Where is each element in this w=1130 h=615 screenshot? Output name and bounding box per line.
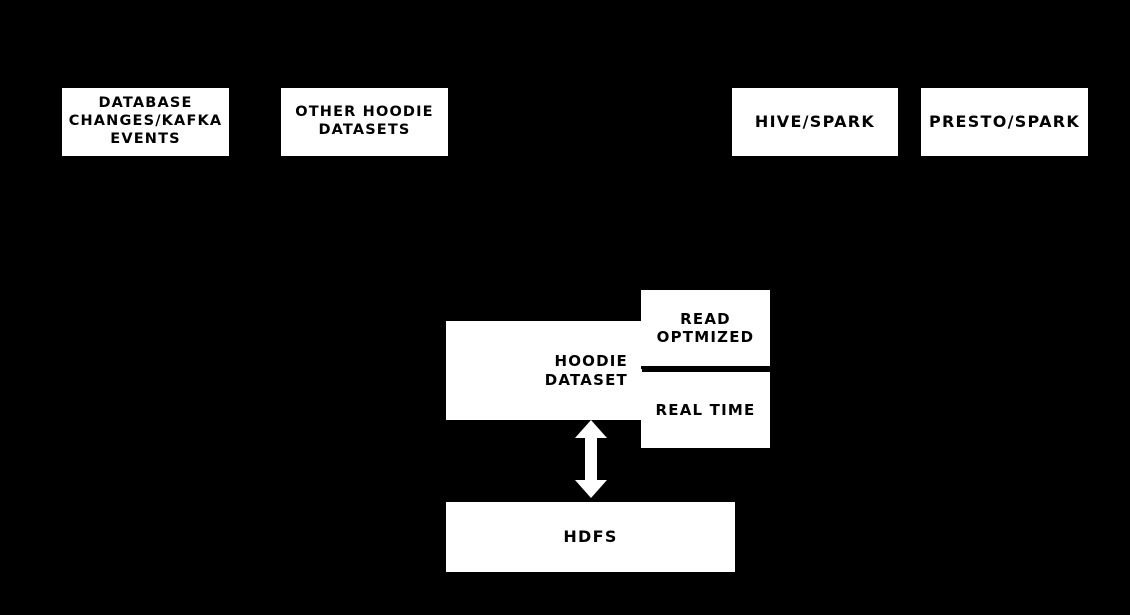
- node-label: HDFS: [563, 527, 618, 547]
- node-read-optimized-view[interactable]: Read Optmized: [641, 290, 770, 369]
- node-hoodie-dataset[interactable]: Hoodie Dataset: [446, 321, 642, 420]
- double-headed-arrow-icon: [574, 420, 608, 498]
- node-presto-spark[interactable]: Presto/Spark: [921, 88, 1088, 156]
- node-database-changes-kafka-events[interactable]: Database Changes/Kafka Events: [62, 88, 229, 156]
- node-label: Real Time: [655, 400, 756, 419]
- node-real-time-view[interactable]: Real Time: [641, 372, 770, 448]
- node-hdfs[interactable]: HDFS: [446, 502, 735, 572]
- node-label: Hive/Spark: [754, 112, 876, 132]
- node-other-hoodie-datasets[interactable]: Other Hoodie Datasets: [281, 88, 448, 156]
- node-hive-spark[interactable]: Hive/Spark: [732, 88, 898, 156]
- node-label: Database Changes/Kafka Events: [68, 95, 223, 147]
- node-label: Hoodie Dataset: [544, 352, 628, 389]
- node-label: Other Hoodie Datasets: [295, 104, 434, 138]
- node-label: Read Optmized: [656, 309, 755, 346]
- node-label: Presto/Spark: [928, 112, 1081, 132]
